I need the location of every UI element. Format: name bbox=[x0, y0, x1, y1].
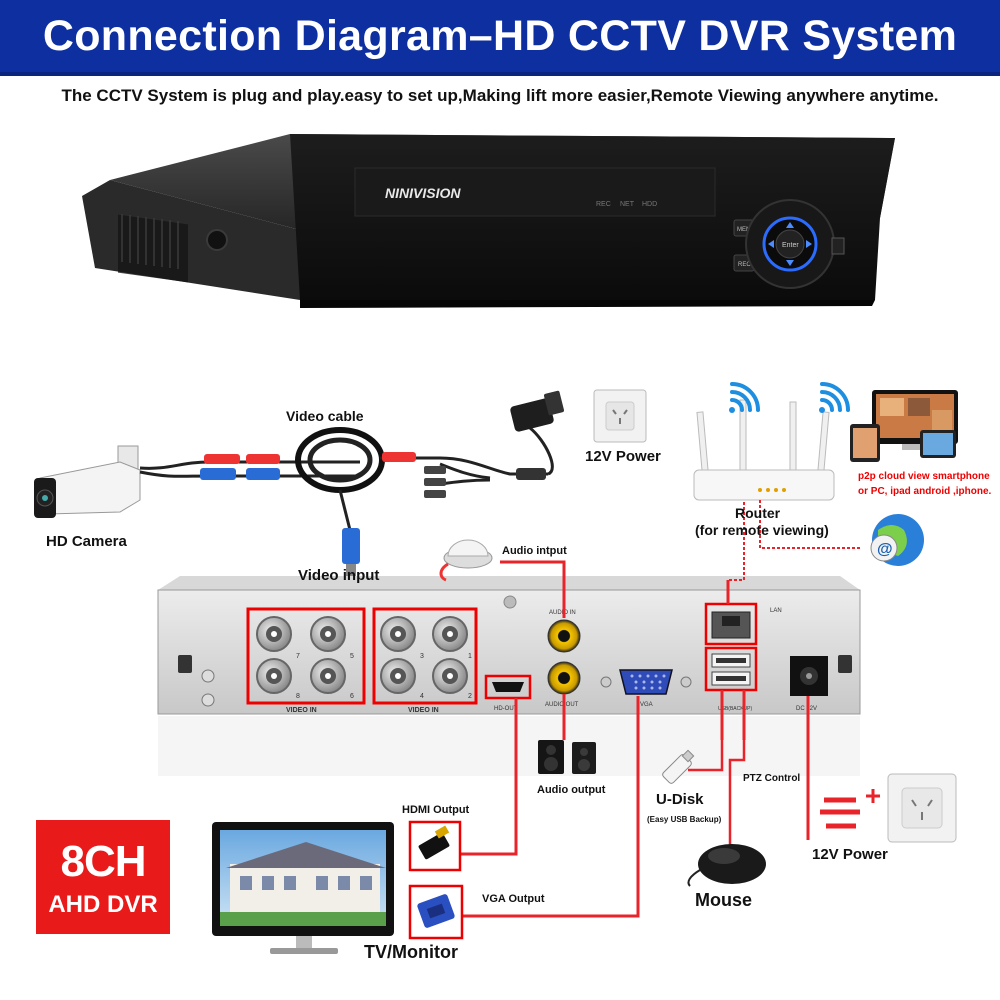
channel-5-label: 5 bbox=[350, 653, 354, 660]
hd-camera-label: HD Camera bbox=[46, 533, 127, 550]
hd-out-port-label: HD-OUT bbox=[494, 706, 518, 712]
channel-3-label: 3 bbox=[420, 653, 424, 660]
vga-port-label: VGA bbox=[640, 702, 653, 708]
u-disk-note-label: (Easy USB Backup) bbox=[647, 815, 722, 824]
tv-monitor bbox=[212, 822, 394, 954]
page-title: Connection Diagram–HD CCTV DVR System bbox=[42, 11, 958, 60]
connection-wires bbox=[460, 560, 810, 918]
remote-devices-image bbox=[850, 390, 958, 462]
p2p-line-2: or PC, ipad android ,iphone. bbox=[858, 486, 992, 497]
mouse-icon bbox=[687, 844, 766, 887]
dvr-front-unit: NINIVISION REC NET HDD MENU REC Enter bbox=[82, 134, 895, 308]
tv-monitor-label: TV/Monitor bbox=[364, 942, 458, 962]
badge-type: AHD DVR bbox=[48, 891, 158, 918]
ptz-control-label: PTZ Control bbox=[743, 773, 801, 784]
page-subtitle: The CCTV System is plug and play.easy to… bbox=[61, 86, 939, 105]
speakers-icon bbox=[538, 740, 596, 774]
wifi-signal-icon bbox=[729, 382, 850, 413]
hdd-indicator-label: HDD bbox=[642, 201, 657, 208]
video-cable-label: Video cable bbox=[286, 408, 364, 424]
enter-button-label: Enter bbox=[782, 242, 799, 249]
channel-8-label: 8 bbox=[296, 693, 300, 700]
wall-socket-top bbox=[593, 389, 647, 443]
video-in-label-left: VIDEO IN bbox=[286, 707, 317, 714]
hdmi-output-label: HDMI Output bbox=[402, 804, 470, 816]
channel-4-label: 4 bbox=[420, 693, 424, 700]
router-label: Router bbox=[735, 505, 781, 521]
vga-cable-icon bbox=[408, 884, 464, 940]
dc-power-port: DC 12V bbox=[790, 656, 828, 712]
power-adapter-top bbox=[510, 390, 564, 432]
channel-2-label: 2 bbox=[468, 693, 472, 700]
usb-disk-icon bbox=[662, 749, 695, 784]
hdmi-cable-icon bbox=[408, 820, 462, 872]
lan-usb-ports: LAN USB(BACKUP) bbox=[704, 602, 782, 712]
channel-6-label: 6 bbox=[350, 693, 354, 700]
mouse-label: Mouse bbox=[695, 890, 753, 910]
power-adapter-bottom bbox=[820, 789, 880, 829]
channel-1-label: 1 bbox=[468, 653, 472, 660]
title-banner: Connection Diagram–HD CCTV DVR System bbox=[0, 0, 1000, 76]
usb-mouse-wires bbox=[688, 740, 746, 846]
badge-channels: 8CH bbox=[60, 837, 146, 886]
dvr-brand-logo: NINIVISION bbox=[385, 185, 461, 201]
power-label-bottom: 12V Power bbox=[812, 846, 888, 863]
cable-connectors bbox=[200, 452, 546, 576]
rec-button-label: REC bbox=[738, 262, 751, 268]
menu-button-label: MENU bbox=[737, 227, 755, 233]
router-note-label: (for remote viewing) bbox=[695, 522, 829, 538]
vga-port: VGA bbox=[600, 669, 692, 708]
microphone-icon bbox=[439, 539, 493, 582]
power-label-top: 12V Power bbox=[585, 448, 661, 465]
wifi-router bbox=[693, 399, 835, 501]
hd-camera bbox=[34, 445, 141, 518]
p2p-line-1: p2p cloud view smartphone bbox=[858, 471, 990, 482]
wall-socket-bottom bbox=[887, 773, 957, 843]
internet-globe-icon: @ bbox=[870, 514, 924, 566]
network-wires bbox=[727, 500, 860, 604]
net-indicator-label: NET bbox=[620, 201, 635, 208]
product-badge: 8CH AHD DVR bbox=[36, 820, 170, 934]
hdmi-port: HD-OUT bbox=[484, 674, 532, 712]
channel-7-label: 7 bbox=[296, 653, 300, 660]
video-input-label: Video input bbox=[298, 567, 380, 584]
video-in-label-right: VIDEO IN bbox=[408, 707, 439, 714]
lan-port-label: LAN bbox=[770, 608, 782, 614]
audio-ports: AUDIO IN AUDIO OUT bbox=[545, 610, 581, 708]
svg-text:@: @ bbox=[877, 541, 893, 558]
vga-output-label: VGA Output bbox=[482, 893, 545, 905]
rec-indicator-label: REC bbox=[596, 201, 611, 208]
audio-output-label: Audio output bbox=[537, 784, 606, 796]
audio-in-port-label: AUDIO IN bbox=[549, 610, 576, 616]
audio-out-port-label: AUDIO OUT bbox=[545, 702, 579, 708]
u-disk-label: U-Disk bbox=[656, 791, 704, 808]
usb-port-label: USB(BACKUP) bbox=[718, 706, 753, 712]
video-in-connectors: 7 5 8 6 3 1 4 2 VIDEO IN VIDEO IN bbox=[246, 607, 478, 714]
audio-input-label: Audio intput bbox=[502, 545, 567, 557]
